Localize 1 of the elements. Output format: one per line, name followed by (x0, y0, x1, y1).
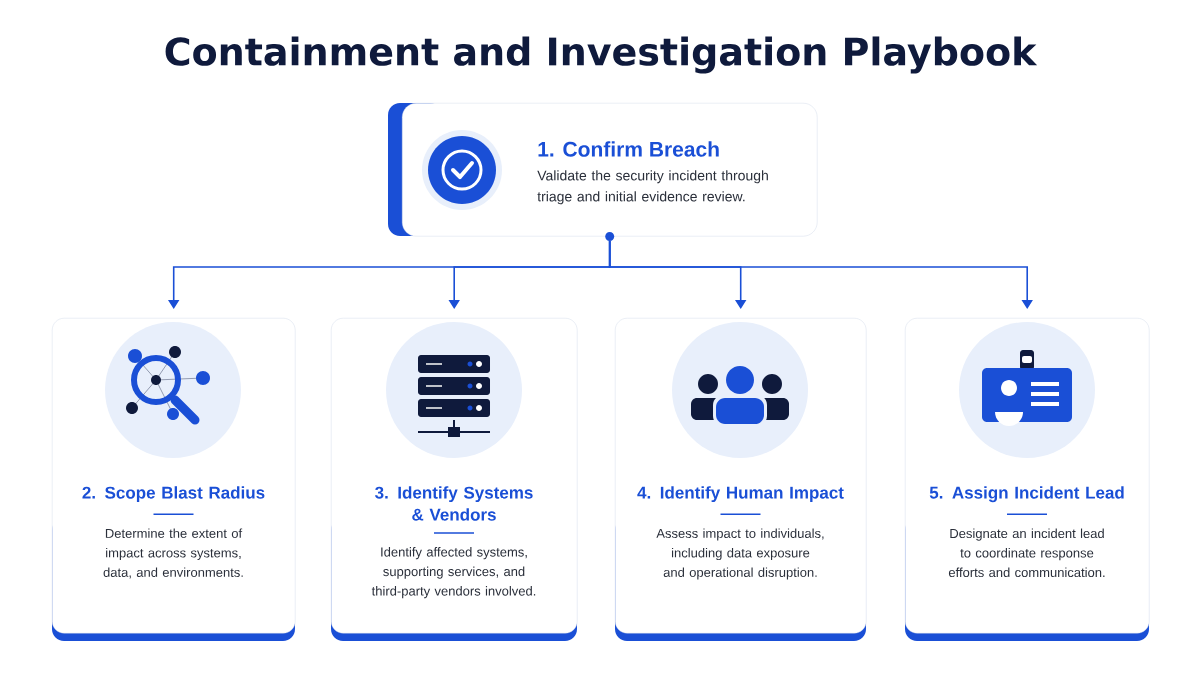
title: Containment and Investigation Playbook (165, 36, 1038, 74)
